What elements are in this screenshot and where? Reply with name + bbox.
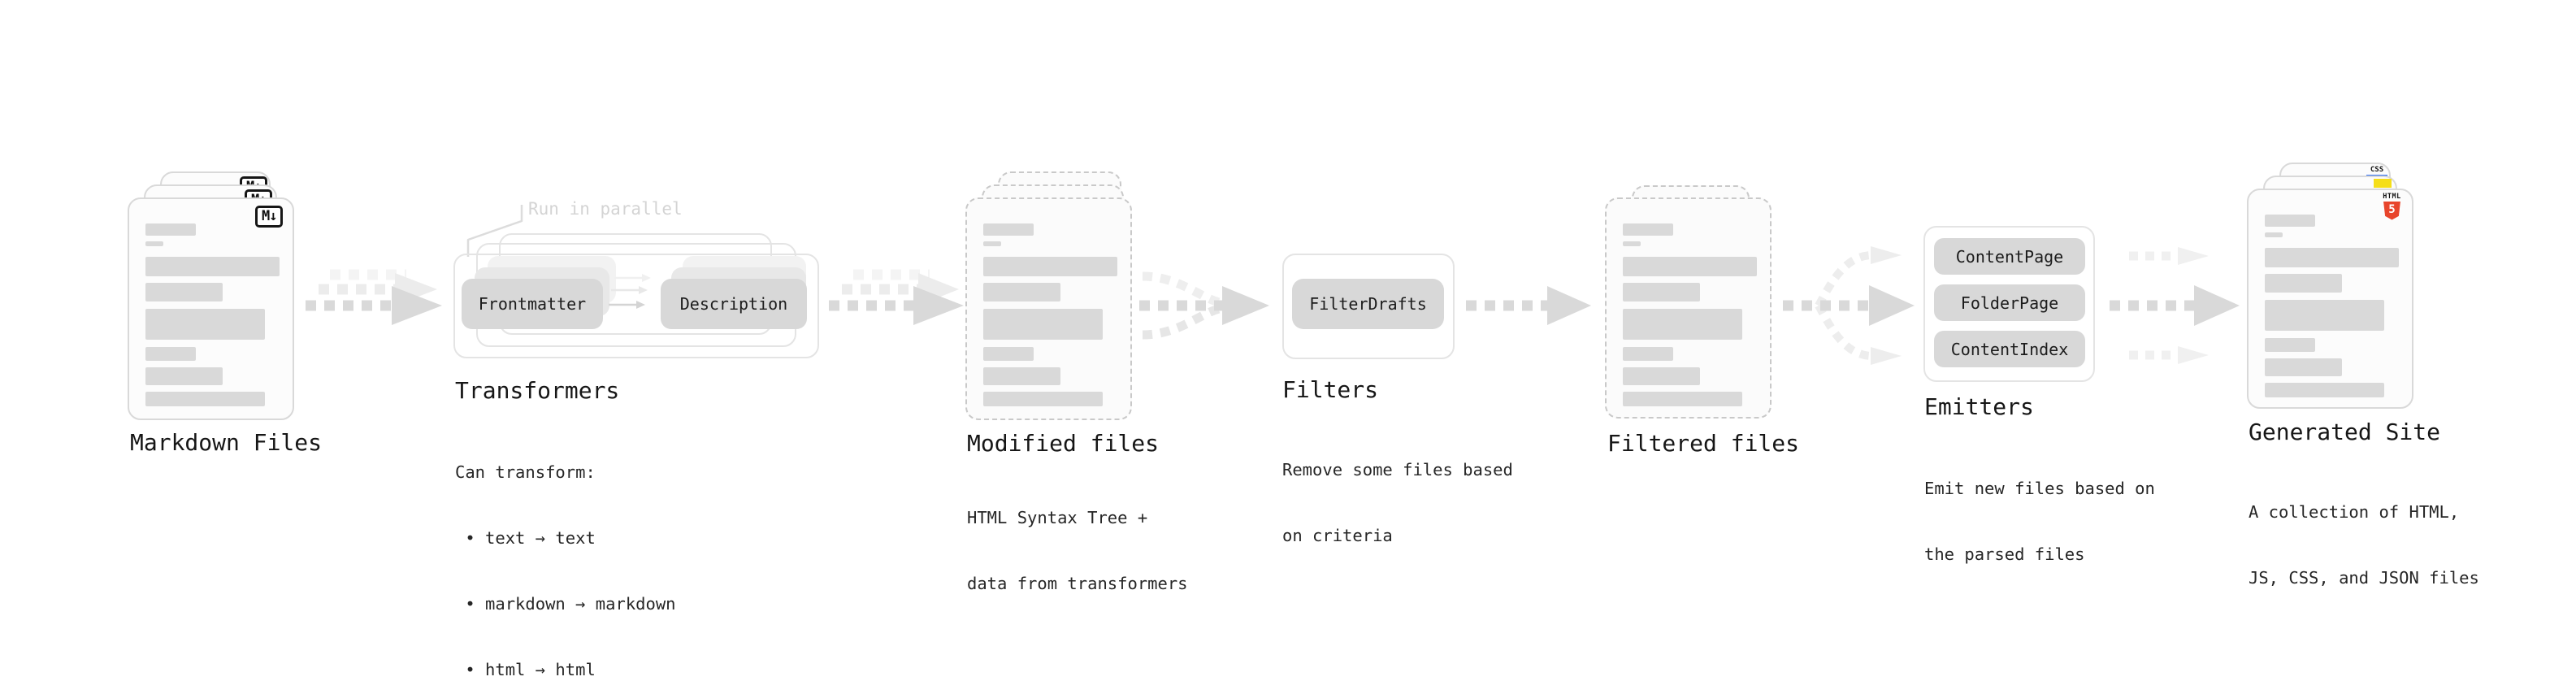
skeleton-bar bbox=[1623, 241, 1641, 246]
skeleton-bar bbox=[145, 257, 280, 276]
annotation-bracket-icon bbox=[466, 205, 523, 257]
skeleton-bar bbox=[1623, 392, 1742, 406]
skeleton-bar bbox=[145, 283, 223, 301]
markdown-icon: M↓ bbox=[255, 206, 284, 228]
description-line: A collection of HTML, bbox=[2249, 502, 2460, 522]
arrow-filtered-to-emitters-icon bbox=[1783, 246, 1915, 365]
skeleton-bar bbox=[1623, 257, 1757, 276]
file-card-front bbox=[2247, 189, 2413, 409]
html5-icon: HTML 5 bbox=[2381, 193, 2403, 220]
skeleton-bar bbox=[145, 241, 163, 246]
arrow-markdown-to-transformers-icon bbox=[306, 269, 442, 325]
file-card-front bbox=[965, 197, 1132, 420]
skeleton-bar bbox=[2265, 248, 2399, 267]
description-line: JS, CSS, and JSON files bbox=[2249, 568, 2479, 588]
html5-icon-number: 5 bbox=[2388, 202, 2396, 216]
skeleton-bar bbox=[145, 223, 196, 236]
description-line: the parsed files bbox=[1924, 544, 2085, 564]
skeleton-bar bbox=[983, 257, 1117, 276]
modified-files-description: HTML Syntax Tree + data from transformer… bbox=[967, 463, 1188, 639]
arrow-modified-to-filters-icon bbox=[1139, 271, 1269, 340]
skeleton-bar bbox=[1623, 223, 1673, 236]
skeleton-bar bbox=[2265, 358, 2342, 376]
parallel-run-box-front bbox=[453, 254, 819, 358]
skeleton-bar bbox=[2265, 383, 2384, 397]
document-skeleton bbox=[145, 223, 280, 406]
skeleton-bar bbox=[983, 347, 1034, 361]
skeleton-bar bbox=[2265, 215, 2315, 227]
js-file-icon bbox=[2374, 179, 2392, 188]
html5-icon-word: HTML bbox=[2383, 193, 2401, 201]
skeleton-bar bbox=[983, 283, 1060, 301]
skeleton-bar bbox=[2265, 338, 2315, 352]
stage-title-markdown-files: Markdown Files bbox=[130, 429, 323, 456]
run-in-parallel-annotation: Run in parallel bbox=[528, 199, 683, 219]
skeleton-bar bbox=[2265, 274, 2342, 293]
description-line: • markdown → markdown bbox=[455, 594, 676, 614]
skeleton-bar bbox=[1623, 347, 1673, 361]
stage-title-transformers: Transformers bbox=[455, 377, 620, 404]
stage-title-emitters: Emitters bbox=[1924, 393, 2034, 420]
skeleton-bar bbox=[1623, 309, 1742, 340]
emitters-description: Emit new files based on the parsed files bbox=[1924, 434, 2155, 609]
file-card-front bbox=[128, 197, 294, 420]
stage-title-filters: Filters bbox=[1282, 376, 1379, 403]
description-line: data from transformers bbox=[967, 574, 1188, 593]
arrow-transformers-to-modified-icon bbox=[829, 269, 964, 325]
skeleton-bar bbox=[983, 392, 1103, 406]
description-line: Can transform: bbox=[455, 462, 596, 482]
stage-title-modified-files: Modified files bbox=[967, 430, 1160, 457]
file-card-front bbox=[1605, 197, 1772, 419]
description-line: Remove some files based bbox=[1282, 460, 1513, 479]
filter-pill-filterdrafts: FilterDrafts bbox=[1292, 279, 1444, 329]
skeleton-bar bbox=[145, 347, 196, 361]
skeleton-bar bbox=[145, 309, 265, 340]
description-line: HTML Syntax Tree + bbox=[967, 508, 1148, 527]
description-line: on criteria bbox=[1282, 526, 1393, 545]
filters-description: Remove some files based on criteria bbox=[1282, 415, 1513, 591]
emitter-pill-folderpage: FolderPage bbox=[1934, 284, 2085, 321]
skeleton-bar bbox=[2265, 300, 2384, 331]
transformer-pill-description: Description bbox=[661, 279, 807, 329]
generated-site-description: A collection of HTML, JS, CSS, and JSON … bbox=[2249, 458, 2479, 633]
transformers-description: Can transform: • text → text • markdown … bbox=[455, 418, 676, 681]
description-line: • html → html bbox=[455, 660, 596, 679]
emitter-pill-contentindex: ContentIndex bbox=[1934, 331, 2085, 367]
document-skeleton bbox=[983, 223, 1117, 406]
skeleton-bar bbox=[983, 241, 1001, 246]
document-skeleton bbox=[1623, 223, 1757, 406]
skeleton-bar bbox=[983, 367, 1060, 385]
arrow-emitters-to-generated-icon bbox=[2110, 247, 2240, 364]
skeleton-bar bbox=[1623, 283, 1700, 301]
filters-box bbox=[1282, 254, 1455, 359]
skeleton-bar bbox=[1623, 367, 1700, 385]
pill-flow-arrows-icon bbox=[609, 274, 651, 309]
description-line: Emit new files based on bbox=[1924, 479, 2155, 498]
skeleton-bar bbox=[983, 223, 1034, 236]
skeleton-bar bbox=[2265, 232, 2283, 237]
emitter-pill-contentpage: ContentPage bbox=[1934, 238, 2085, 275]
skeleton-bar bbox=[145, 367, 223, 385]
html5-icon-shield: 5 bbox=[2383, 201, 2400, 220]
description-line: • text → text bbox=[455, 528, 596, 548]
stage-title-filtered-files: Filtered files bbox=[1607, 430, 1800, 457]
stage-title-generated-site: Generated Site bbox=[2249, 419, 2441, 445]
document-skeleton bbox=[2265, 215, 2399, 397]
skeleton-bar bbox=[145, 392, 265, 406]
skeleton-bar bbox=[983, 309, 1103, 340]
arrow-filters-to-filtered-icon bbox=[1466, 286, 1591, 325]
emitters-box bbox=[1923, 226, 2095, 382]
transformer-pill-frontmatter: Frontmatter bbox=[462, 279, 603, 329]
